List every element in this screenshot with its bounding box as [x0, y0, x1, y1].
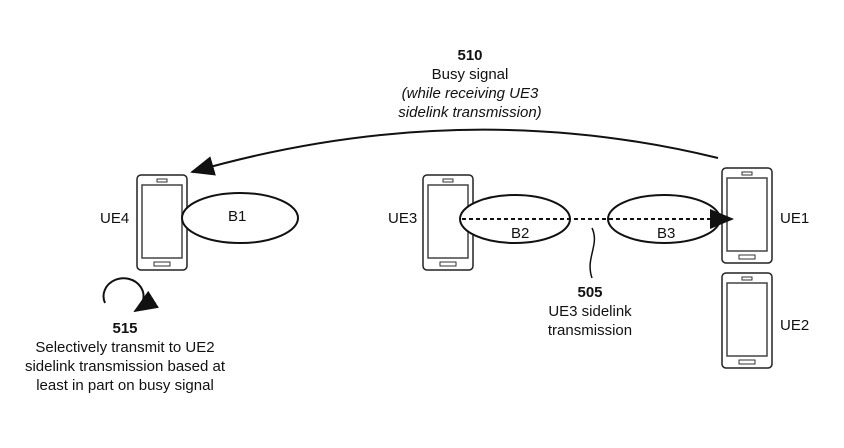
step-510-caption: 510 Busy signal (while receiving UE3 sid… [360, 46, 580, 122]
step-505-line-2: transmission [547, 322, 633, 339]
step-510-number: 510 [457, 47, 483, 64]
busy-signal-arrow [190, 128, 719, 176]
step-510-label: Busy signal [431, 66, 509, 83]
step-515-line-1: Selectively transmit to UE2 [35, 339, 215, 356]
b2-label: B2 [511, 225, 530, 242]
step-510-note-2: sidelink transmission) [398, 104, 542, 121]
ue1-label: UE1 [780, 210, 810, 227]
b3-label: B3 [657, 225, 676, 242]
step-505-caption: 505 UE3 sidelink transmission [510, 283, 670, 340]
ue2-label: UE2 [780, 317, 810, 334]
step-505-number: 505 [577, 284, 603, 301]
step-510-note-1: (while receiving UE3 [401, 85, 539, 102]
step-515-line-3: least in part on busy signal [36, 377, 214, 394]
step-515-line-2: sidelink transmission based at [24, 358, 226, 375]
ue4-label: UE4 [100, 210, 130, 227]
step-515-caption: 515 Selectively transmit to UE2 sidelink… [0, 319, 250, 395]
ue3-label: UE3 [388, 210, 418, 227]
ue4-phone-icon [136, 174, 188, 271]
self-action-arrow-icon [102, 277, 159, 313]
ue1-phone-icon [721, 167, 773, 264]
step-515-number: 515 [112, 320, 138, 337]
ue2-phone-icon [721, 272, 773, 369]
b1-label: B1 [228, 208, 247, 225]
beam-b1 [181, 192, 299, 244]
step-505-line-1: UE3 sidelink [548, 303, 632, 320]
leader-line-505 [589, 227, 596, 279]
